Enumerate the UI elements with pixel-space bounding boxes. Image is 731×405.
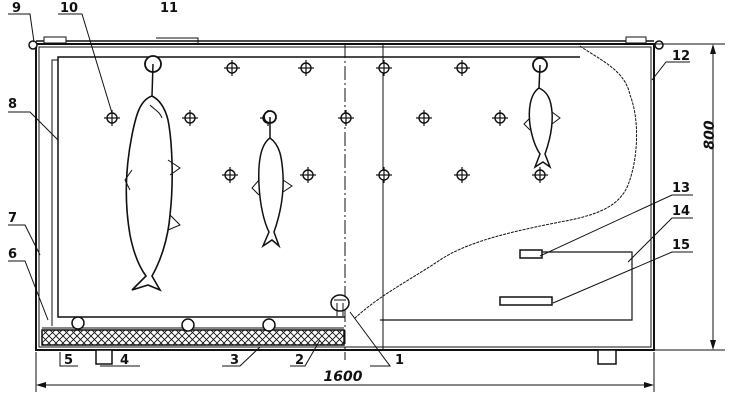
callout-12: 12 [672, 49, 690, 64]
callout-5: 5 [64, 353, 73, 368]
control-box [380, 251, 633, 321]
fish-large [124, 55, 181, 292]
hanger-mark [300, 167, 316, 183]
callout-11: 11 [160, 1, 178, 16]
cabinet-feet [95, 349, 617, 365]
callout-13: 13 [672, 181, 690, 196]
hanger-mark [376, 60, 392, 76]
hanger-mark [182, 110, 198, 126]
rollers [71, 316, 276, 332]
hanger-mark [532, 167, 548, 183]
callout-1: 1 [395, 353, 404, 368]
hanger-mark [492, 110, 508, 126]
callout-9: 9 [12, 1, 21, 16]
callout-10: 10 [60, 1, 78, 16]
dimension-width-label: 1600 [324, 369, 363, 385]
center-lines [344, 44, 384, 360]
fish-medium [251, 110, 293, 249]
hanger-mark [224, 60, 240, 76]
callout-8: 8 [8, 97, 17, 112]
hanger-mark [416, 110, 432, 126]
cutaway-break-line [354, 45, 637, 319]
inner-chamber [51, 56, 580, 326]
callout-6: 6 [8, 247, 17, 262]
heater-element [499, 296, 553, 306]
dimension-height: 800 [654, 43, 725, 351]
dimension-width: 1600 [35, 352, 655, 392]
callout-3: 3 [230, 353, 239, 368]
hanger-mark [298, 60, 314, 76]
hanger-mark [222, 167, 238, 183]
callout-7: 7 [8, 211, 17, 226]
callout-14: 14 [672, 204, 690, 219]
hanger-mark [454, 60, 470, 76]
leader-lines [8, 13, 693, 367]
bottom-tray [41, 329, 345, 346]
hanger-mark [454, 167, 470, 183]
hanger-mark [338, 110, 354, 126]
dimension-height-label: 800 [702, 120, 718, 149]
hanger-mark [376, 167, 392, 183]
fish-small [523, 57, 561, 170]
hinges [28, 36, 664, 50]
callout-2: 2 [295, 353, 304, 368]
callout-4: 4 [120, 353, 129, 368]
drain-fitting [330, 294, 350, 316]
callout-15: 15 [672, 238, 690, 253]
sensor-element [519, 249, 543, 259]
